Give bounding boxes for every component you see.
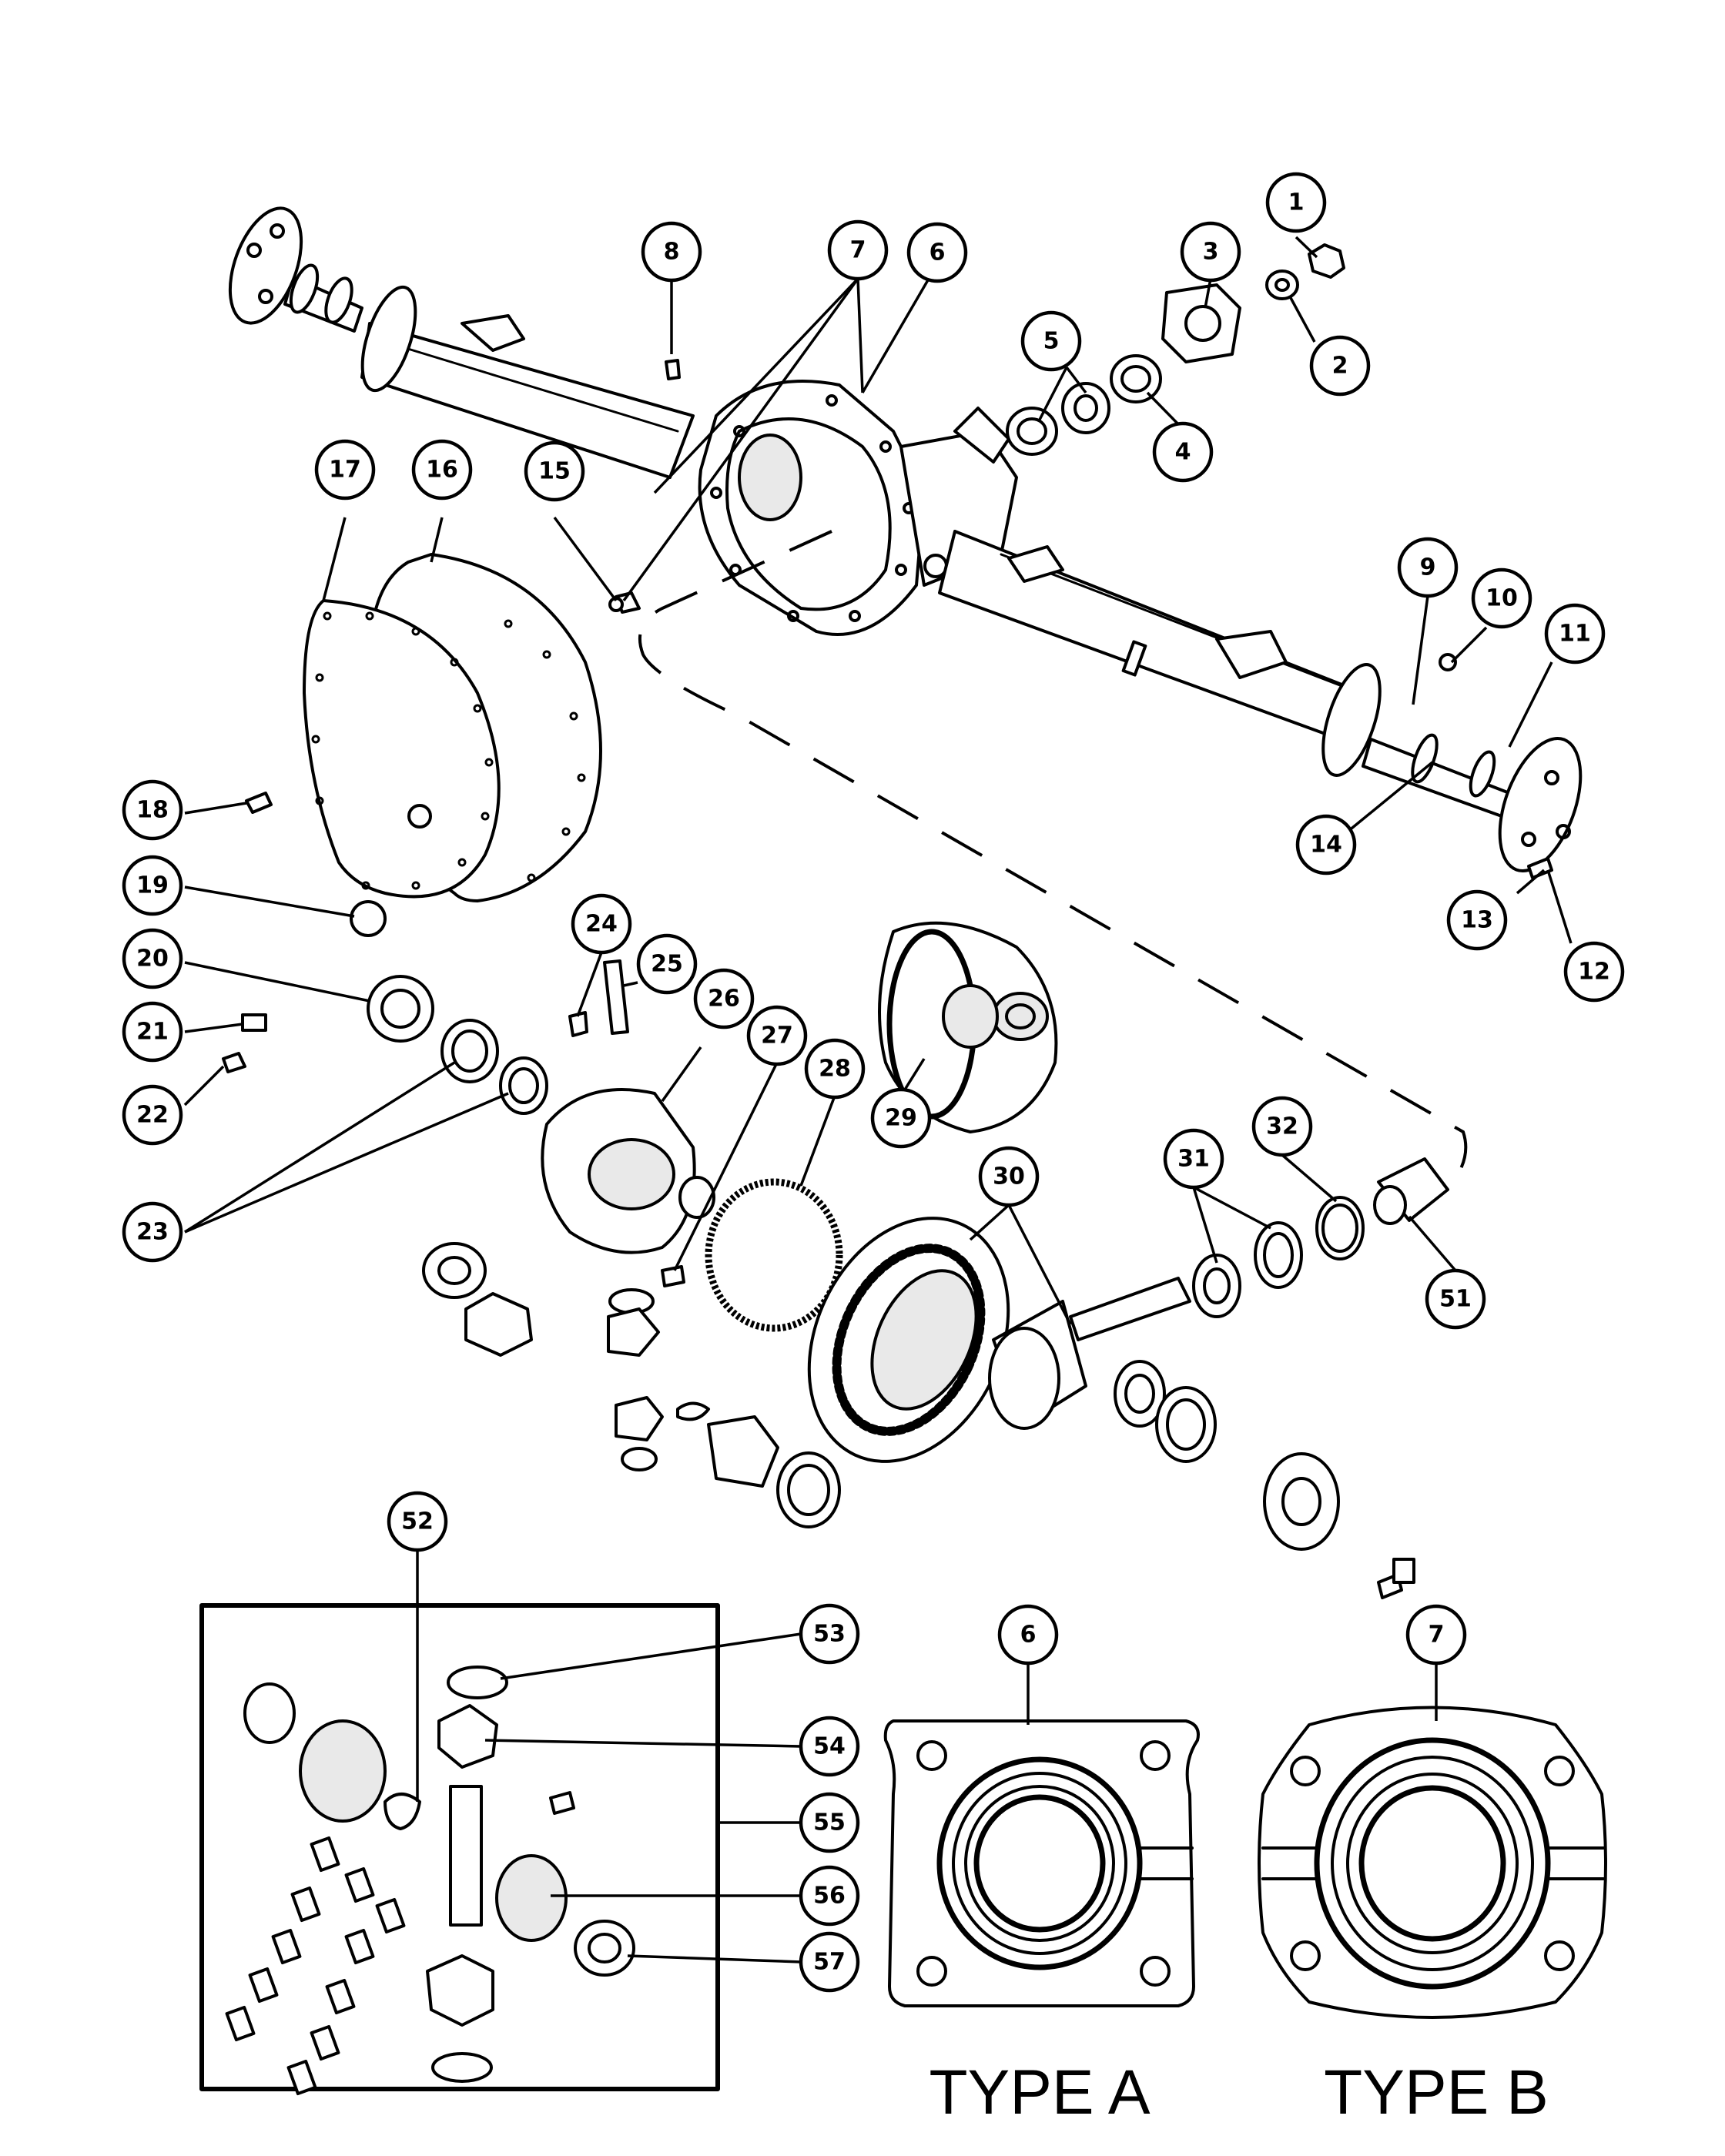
differential-carrier <box>222 921 1058 1528</box>
callout-22: 22 <box>122 1084 183 1146</box>
callout-26: 26 <box>693 968 755 1029</box>
callout-label: 15 <box>538 458 571 485</box>
callout-label: 20 <box>136 946 169 973</box>
type-b-label: TYPE B <box>1324 2057 1549 2128</box>
callout-24: 24 <box>571 893 632 955</box>
callout-label: 53 <box>813 1621 846 1648</box>
callout-label: 25 <box>651 951 683 978</box>
callout-32: 32 <box>1251 1096 1313 1157</box>
callout-18: 18 <box>122 779 183 841</box>
callout-53: 53 <box>799 1603 860 1665</box>
callout-label: 7 <box>1429 1622 1445 1649</box>
callout-31: 31 <box>1163 1128 1224 1190</box>
callout-label: 32 <box>1266 1113 1298 1140</box>
callout-21: 21 <box>122 1001 183 1063</box>
callout-16: 16 <box>411 439 473 500</box>
callout-label: 18 <box>136 797 169 824</box>
callout-label: 31 <box>1177 1146 1210 1173</box>
callout-17: 17 <box>314 439 376 500</box>
assembly-path-line <box>638 530 1468 1180</box>
callout-27: 27 <box>746 1005 808 1066</box>
callout-label: 10 <box>1486 585 1518 612</box>
callout-28: 28 <box>804 1038 866 1100</box>
callout-7: 7 <box>827 219 889 281</box>
callout-label: 22 <box>136 1102 169 1129</box>
callout-label: 14 <box>1310 832 1342 859</box>
callout-label: 8 <box>664 239 680 266</box>
callout-25: 25 <box>636 933 698 995</box>
callout-label: 6 <box>1020 1622 1037 1649</box>
callout-29: 29 <box>870 1087 932 1149</box>
callout-6: 6 <box>906 222 968 283</box>
callout-20: 20 <box>122 928 183 989</box>
callout-label: 6 <box>929 239 946 266</box>
ring-and-pinion <box>807 1157 1449 1551</box>
callout-8: 8 <box>641 221 702 283</box>
callout-15: 15 <box>524 440 585 502</box>
callout-label: 5 <box>1043 328 1060 355</box>
callout-30: 30 <box>978 1146 1040 1207</box>
callout-2: 2 <box>1309 335 1371 397</box>
callout-6-type-a: 6 <box>997 1604 1059 1666</box>
callout-label: 1 <box>1288 189 1305 216</box>
callout-label: 27 <box>761 1023 793 1050</box>
pinion-flange-group <box>1006 243 1345 456</box>
callout-label: 51 <box>1439 1286 1472 1313</box>
callout-label: 23 <box>136 1219 169 1246</box>
callout-12: 12 <box>1563 941 1625 1003</box>
callout-11: 11 <box>1544 603 1606 665</box>
callout-label: 26 <box>708 986 740 1013</box>
callout-label: 57 <box>813 1949 846 1976</box>
callout-label: 9 <box>1420 554 1436 581</box>
callout-label: 11 <box>1559 621 1591 648</box>
callout-label: 3 <box>1203 239 1219 266</box>
callout-label: 29 <box>885 1105 917 1132</box>
type-a-flange <box>883 1719 1200 2007</box>
callout-3: 3 <box>1180 221 1241 283</box>
cover-and-gasket <box>245 553 602 937</box>
callout-19: 19 <box>122 855 183 916</box>
callout-label: 13 <box>1461 907 1493 934</box>
type-b-flange <box>1258 1558 1607 2019</box>
callout-label: 28 <box>819 1056 851 1083</box>
callout-55: 55 <box>799 1792 860 1853</box>
callout-23: 23 <box>122 1201 183 1263</box>
callout-52: 52 <box>387 1491 448 1552</box>
callout-51: 51 <box>1425 1268 1486 1330</box>
callout-9: 9 <box>1397 537 1459 598</box>
callout-label: 12 <box>1578 959 1610 986</box>
callout-label: 55 <box>813 1810 846 1836</box>
inset-box-differential-kit <box>199 1603 720 2096</box>
callout-label: 54 <box>813 1733 846 1760</box>
callout-label: 17 <box>329 457 361 484</box>
callout-label: 30 <box>993 1163 1025 1190</box>
housing-bolts <box>608 359 681 614</box>
type-a-label: TYPE A <box>929 2057 1150 2128</box>
callout-5: 5 <box>1020 310 1082 372</box>
callout-label: 21 <box>136 1019 169 1046</box>
callout-label: 24 <box>585 911 618 938</box>
callout-label: 52 <box>401 1508 434 1535</box>
callout-label: 19 <box>136 872 169 899</box>
callout-label: 7 <box>850 237 866 264</box>
callout-54: 54 <box>799 1716 860 1777</box>
callout-7-type-b: 7 <box>1405 1604 1467 1666</box>
callout-57: 57 <box>799 1931 860 1993</box>
callout-1: 1 <box>1265 172 1327 233</box>
callout-label: 16 <box>426 457 458 484</box>
callout-4: 4 <box>1152 421 1214 483</box>
callout-13: 13 <box>1446 889 1508 951</box>
callout-label: 2 <box>1332 353 1348 380</box>
axle-housing <box>228 206 1583 879</box>
callout-14: 14 <box>1295 814 1357 875</box>
callout-label: 4 <box>1175 439 1191 466</box>
callout-56: 56 <box>799 1865 860 1927</box>
callout-10: 10 <box>1471 567 1532 629</box>
callout-label: 56 <box>813 1883 846 1910</box>
